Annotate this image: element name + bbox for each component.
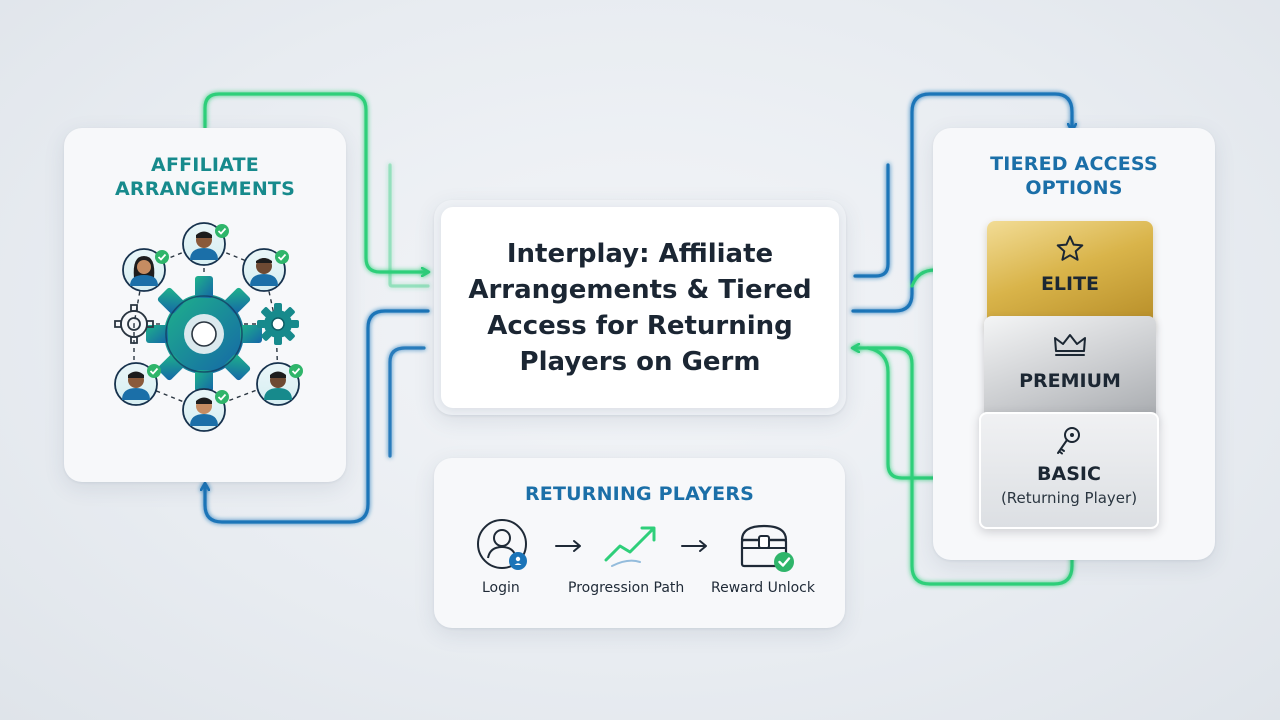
arrow-right-icon: [555, 540, 581, 552]
page-title: Interplay: Affiliate Arrangements & Tier…: [450, 236, 829, 380]
person-avatar-icon: [256, 362, 303, 406]
gear-icon: [146, 276, 262, 392]
step-label-reward: Reward Unlock: [711, 580, 815, 596]
title-line-4: Players on Germ: [519, 346, 761, 377]
arrow-center-to-affiliate-inner: [388, 346, 426, 458]
trend-arrow-icon: [604, 526, 656, 567]
title-line-2: Arrangements & Tiered: [468, 274, 812, 305]
tiers-title-line-2: OPTIONS: [1025, 177, 1123, 199]
affiliate-title: AFFILIATE ARRANGEMENTS: [64, 153, 346, 201]
tier-elite: ELITE: [987, 221, 1153, 333]
tier-basic-label: BASIC: [1037, 463, 1101, 485]
center-title-panel: Interplay: Affiliate Arrangements & Tier…: [441, 207, 839, 408]
small-gear-icon: [114, 304, 154, 344]
affiliate-title-line-1: AFFILIATE: [151, 154, 259, 176]
tiered-access-card: TIERED ACCESS OPTIONS ELITE PREMIUM BASI…: [933, 128, 1215, 560]
center-title-card: Interplay: Affiliate Arrangements & Tier…: [434, 200, 846, 415]
arrow-center-to-tiers: [851, 92, 1072, 313]
crown-icon: [1054, 334, 1086, 356]
key-icon: [1057, 427, 1080, 455]
person-avatar-icon: [114, 362, 161, 406]
title-line-3: Access for Returning: [487, 310, 793, 341]
person-avatar-icon: [122, 248, 169, 292]
person-avatar-icon: [242, 248, 289, 292]
tiers-title: TIERED ACCESS OPTIONS: [933, 152, 1215, 200]
person-avatar-icon: [182, 388, 229, 432]
step-label-progression: Progression Path: [568, 580, 685, 596]
user-login-icon: [477, 519, 527, 570]
arrow-right-icon: [681, 540, 707, 552]
arrow-center-to-tiers-inner: [853, 163, 890, 278]
person-avatar-icon: [182, 222, 229, 266]
affiliate-network-graphic: [114, 222, 303, 432]
affiliate-arrangements-card: AFFILIATE ARRANGEMENTS: [64, 128, 346, 482]
title-line-1: Interplay: Affiliate: [506, 238, 774, 269]
star-icon: [1056, 235, 1084, 261]
arrow-tiers-to-center: [853, 348, 1074, 586]
arrow-to-basic: [866, 346, 967, 478]
arrow-center-to-affiliate: [205, 309, 430, 524]
tier-elite-label: ELITE: [1040, 273, 1100, 295]
arrow-affiliate-to-center: [203, 92, 428, 272]
tier-basic: BASIC (Returning Player): [979, 412, 1159, 529]
step-label-login: Login: [482, 580, 520, 596]
tier-premium: PREMIUM: [984, 316, 1156, 428]
tier-premium-label: PREMIUM: [1019, 370, 1121, 392]
returning-players-title: RETURNING PLAYERS: [524, 483, 755, 505]
tiers-title-line-1: TIERED ACCESS: [990, 153, 1158, 175]
affiliate-title-line-2: ARRANGEMENTS: [115, 178, 295, 200]
arrow-affiliate-to-center-inner: [388, 163, 430, 288]
tier-basic-sublabel: (Returning Player): [1000, 489, 1138, 507]
small-gear-icon: [257, 303, 299, 345]
returning-players-card: RETURNING PLAYERS Login Progression Path…: [434, 458, 845, 628]
treasure-chest-icon: [740, 524, 794, 572]
